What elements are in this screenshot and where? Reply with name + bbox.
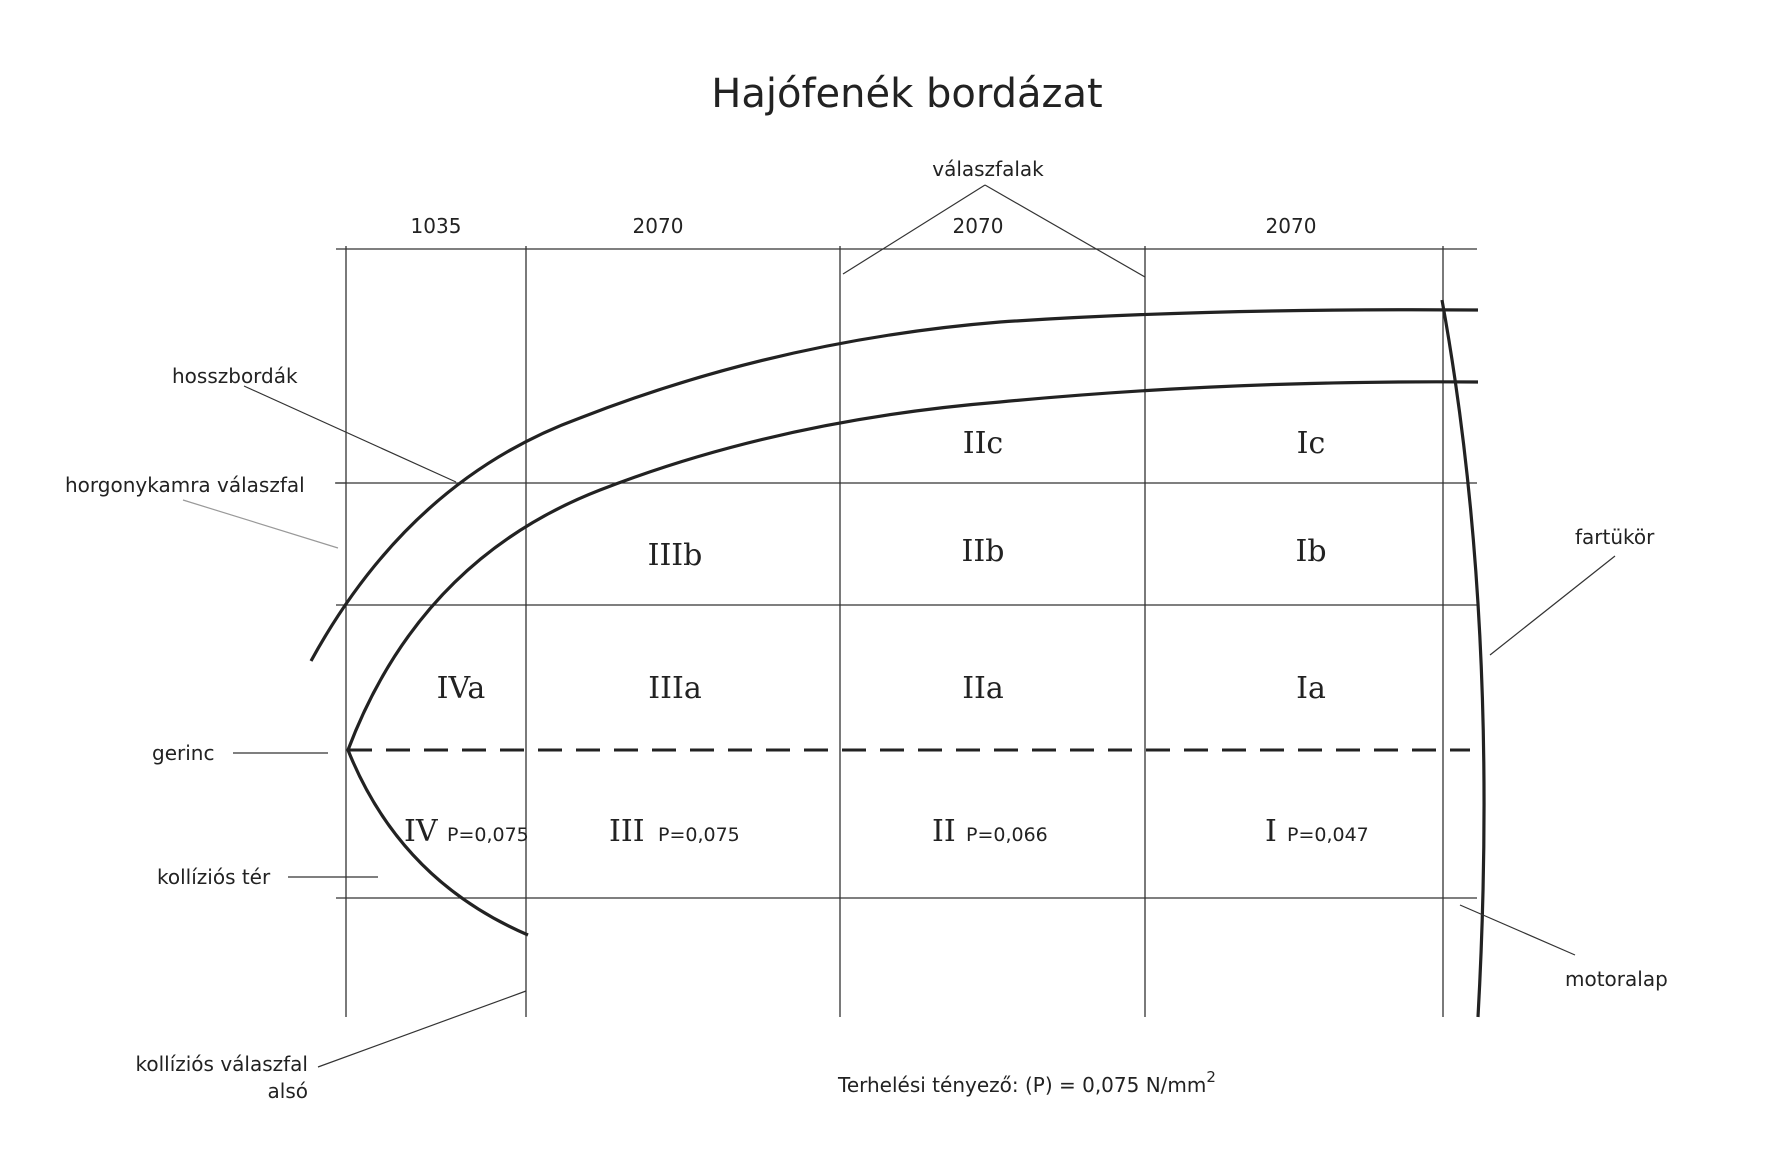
transom-curve <box>1440 299 1486 1018</box>
zone-IIb: IIb <box>962 534 1005 569</box>
leader-fartukor <box>1489 555 1616 656</box>
zone-IIIa: IIIa <box>648 671 702 706</box>
label-gerinc: gerinc <box>152 741 214 765</box>
load-factor-formula: Terhelési tényező: (P) = 0,075 N/mm2 <box>837 1068 1216 1097</box>
leader-hosszbordak <box>243 385 457 483</box>
zone-III: III <box>609 814 645 849</box>
leader-kollizios-valaszfal <box>317 990 527 1068</box>
zone-Ia: Ia <box>1296 671 1326 706</box>
label-hosszbordak: hosszbordák <box>172 364 298 388</box>
label-kollizios-valaszfal-line2: alsó <box>268 1079 308 1103</box>
label-horgonykamra-valaszfal: horgonykamra válaszfal <box>65 473 305 497</box>
zone-IIIb: IIIb <box>648 538 703 573</box>
zone-IVa: IVa <box>437 671 486 706</box>
zone-IIc: IIc <box>963 426 1004 461</box>
zone-IIa: IIa <box>962 671 1004 706</box>
zone-Ic: Ic <box>1297 426 1326 461</box>
leader-valaszfalak-right <box>984 184 1146 278</box>
leader-valaszfalak-left <box>842 184 986 275</box>
dimension-label-1: 1035 <box>411 214 462 238</box>
hull-inner-curve <box>346 380 1479 937</box>
dimension-label-4: 2070 <box>1266 214 1317 238</box>
label-motoralap: motoralap <box>1565 967 1668 991</box>
label-fartukor: fartükör <box>1575 525 1655 549</box>
pvalue-III: P=0,075 <box>658 824 740 846</box>
zone-Ib: Ib <box>1295 534 1326 569</box>
leader-motoralap <box>1459 904 1576 956</box>
dimension-label-2: 2070 <box>633 214 684 238</box>
load-factor-superscript: 2 <box>1206 1068 1216 1086</box>
pvalue-II: P=0,066 <box>966 824 1048 846</box>
diagram-title: Hajófenék bordázat <box>711 71 1102 117</box>
leader-horgonykamra <box>182 499 339 549</box>
label-kollizios-valaszfal-line1: kollíziós válaszfal <box>135 1052 308 1076</box>
hull-outer-curve <box>309 308 1479 662</box>
label-valaszfalak: válaszfalak <box>932 157 1044 181</box>
zone-II: II <box>932 814 956 849</box>
label-kollizios-ter: kollíziós tér <box>157 865 271 889</box>
pvalue-IV: P=0,075 <box>447 824 529 846</box>
pvalue-I: P=0,047 <box>1287 824 1369 846</box>
zone-IV: IV <box>404 814 439 849</box>
zone-I: I <box>1265 814 1277 849</box>
dimension-label-3: 2070 <box>953 214 1004 238</box>
load-factor-text: Terhelési tényező: (P) = 0,075 N/mm <box>837 1073 1206 1097</box>
